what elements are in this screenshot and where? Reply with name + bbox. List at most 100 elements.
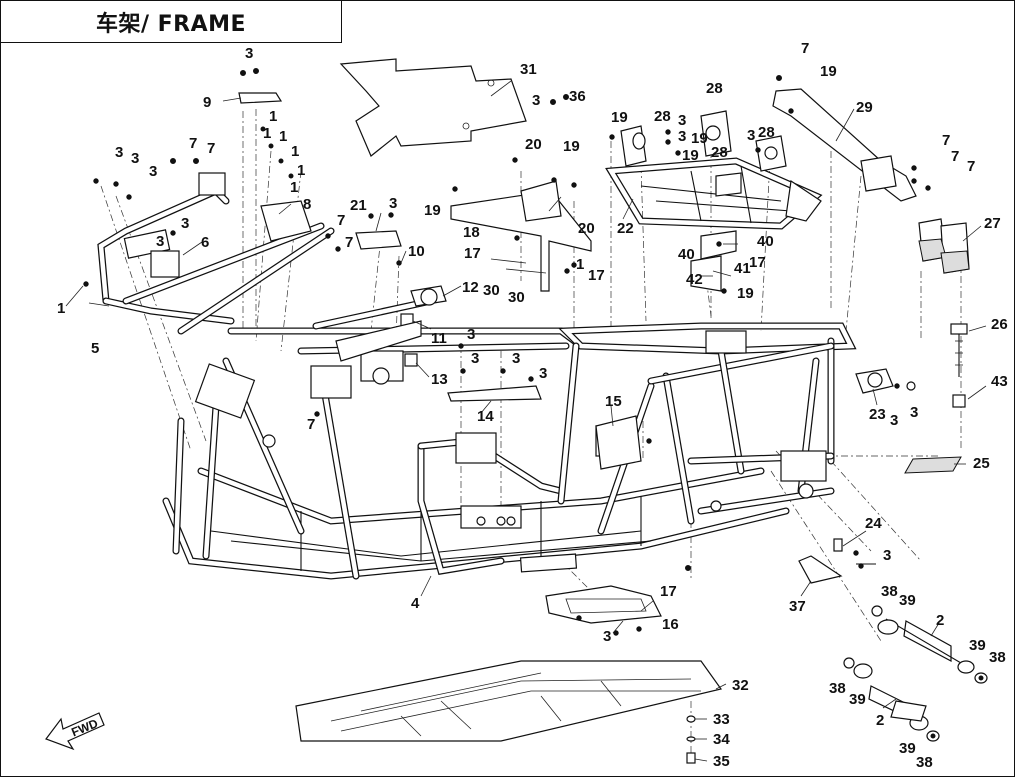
callout: 7 bbox=[951, 148, 959, 165]
callout: 40 bbox=[757, 233, 774, 250]
callout: 3 bbox=[512, 350, 520, 367]
callout: 19 bbox=[691, 130, 708, 147]
callout: 3 bbox=[467, 326, 475, 343]
callout: 38 bbox=[989, 649, 1006, 666]
callout: 15 bbox=[605, 393, 622, 410]
callout: 7 bbox=[942, 132, 950, 149]
fwd-label: FWD bbox=[69, 716, 100, 739]
callout: 17 bbox=[464, 245, 481, 262]
callout: 30 bbox=[508, 289, 525, 306]
callout: 28 bbox=[654, 108, 671, 125]
callout: 38 bbox=[916, 754, 933, 771]
nut-43 bbox=[952, 394, 966, 408]
callout: 39 bbox=[849, 691, 866, 708]
callout: 17 bbox=[660, 583, 677, 600]
callout: 38 bbox=[829, 680, 846, 697]
callout: 3 bbox=[389, 195, 397, 212]
callout: 36 bbox=[569, 88, 586, 105]
callout: 30 bbox=[483, 282, 500, 299]
bracket-24-37 bbox=[798, 538, 876, 584]
callout: 26 bbox=[991, 316, 1008, 333]
callout: 11 bbox=[431, 330, 447, 347]
callout: 19 bbox=[820, 63, 837, 80]
callout: 3 bbox=[890, 412, 898, 429]
callout: 14 bbox=[477, 408, 494, 425]
callout: 1 bbox=[291, 143, 299, 160]
callout: 27 bbox=[984, 215, 1001, 232]
callout: 2 bbox=[876, 712, 884, 729]
callout: 7 bbox=[207, 140, 215, 157]
callout: 28 bbox=[706, 80, 723, 97]
callout: 24 bbox=[865, 515, 882, 532]
callout: 3 bbox=[115, 144, 123, 161]
callout: 38 bbox=[881, 583, 898, 600]
bracket-15 bbox=[595, 415, 642, 470]
plate-25 bbox=[904, 456, 962, 474]
callout: 39 bbox=[969, 637, 986, 654]
callout: 17 bbox=[588, 267, 605, 284]
forward-direction-icon: FWD bbox=[45, 712, 105, 751]
callout: 25 bbox=[973, 455, 990, 472]
leader-lines bbox=[65, 80, 987, 762]
callout: 7 bbox=[189, 135, 197, 152]
callout: 3 bbox=[603, 628, 611, 645]
callout: 3 bbox=[678, 112, 686, 129]
callout-labels: 3 9 3 3 7 7 1 1 1 1 1 1 3 3 3 6 8 1 5 7 … bbox=[57, 40, 1008, 771]
fasteners bbox=[83, 68, 931, 636]
callout: 7 bbox=[337, 212, 345, 229]
callout: 19 bbox=[611, 109, 628, 126]
callout: 1 bbox=[297, 162, 305, 179]
callout: 1 bbox=[290, 179, 298, 196]
callout: 20 bbox=[578, 220, 595, 237]
callout: 32 bbox=[732, 677, 749, 694]
callout: 19 bbox=[424, 202, 441, 219]
callout: 1 bbox=[279, 128, 287, 145]
callout: 42 bbox=[686, 271, 703, 288]
callout: 3 bbox=[245, 45, 253, 62]
callout: 17 bbox=[749, 254, 766, 271]
callout: 16 bbox=[662, 616, 679, 633]
callout: 3 bbox=[910, 404, 918, 421]
callout: 3 bbox=[532, 92, 540, 109]
callout: 39 bbox=[899, 740, 916, 757]
callout: 28 bbox=[758, 124, 775, 141]
skid-guard-32 bbox=[295, 660, 723, 742]
callout: 3 bbox=[149, 163, 157, 180]
diagram-title: 车架/ FRAME bbox=[1, 1, 342, 43]
callout: 12 bbox=[462, 279, 479, 296]
bracket-23 bbox=[855, 368, 916, 394]
callout: 3 bbox=[883, 547, 891, 564]
callout: 19 bbox=[737, 285, 754, 302]
callout: 1 bbox=[57, 300, 65, 317]
plate-31 bbox=[339, 58, 527, 157]
skid-plate-16 bbox=[545, 585, 662, 624]
plate-14 bbox=[447, 385, 542, 402]
callout: 28 bbox=[711, 144, 728, 161]
bracket-18 bbox=[450, 180, 592, 292]
front-upper-frame bbox=[97, 92, 447, 367]
callout: 34 bbox=[713, 731, 730, 748]
fasteners-33-35 bbox=[686, 715, 696, 764]
callout: 20 bbox=[525, 136, 542, 153]
callout: 3 bbox=[156, 233, 164, 250]
callout: 7 bbox=[307, 416, 315, 433]
callout: 22 bbox=[617, 220, 634, 237]
callout: 7 bbox=[801, 40, 809, 57]
callout: 3 bbox=[131, 150, 139, 167]
callout: 18 bbox=[463, 224, 480, 241]
rack-support-29 bbox=[772, 88, 917, 222]
callout: 39 bbox=[899, 592, 916, 609]
callout: 7 bbox=[345, 234, 353, 251]
callout: 7 bbox=[967, 158, 975, 175]
pivot-shaft-upper bbox=[871, 605, 988, 684]
callout: 37 bbox=[789, 598, 806, 615]
callout: 19 bbox=[682, 147, 699, 164]
main-frame bbox=[162, 322, 857, 580]
rear-rack-22 bbox=[605, 110, 823, 292]
callout: 3 bbox=[539, 365, 547, 382]
callout: 21 bbox=[350, 197, 367, 214]
callout: 19 bbox=[563, 138, 580, 155]
callout: 6 bbox=[201, 234, 209, 251]
callout: 1 bbox=[263, 125, 271, 142]
